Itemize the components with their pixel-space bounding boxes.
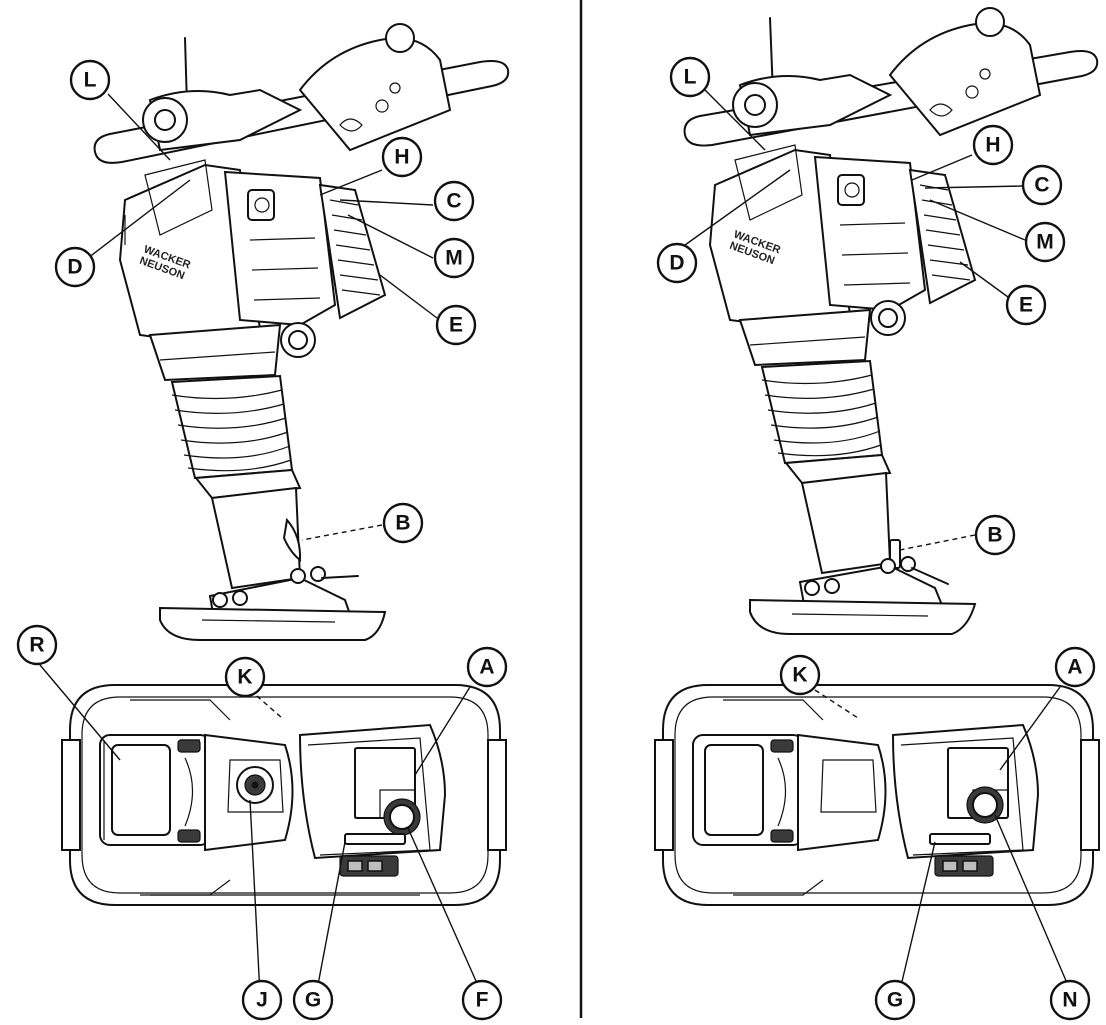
svg-text:R: R [29, 634, 44, 657]
rammer-side-view-right: WACKERNEUSON [683, 7, 1099, 635]
foot-plate-left [159, 566, 387, 641]
callout-D-right: D [656, 242, 698, 284]
callout-M-left: M [433, 237, 475, 279]
callout-A-right: A [1054, 646, 1096, 688]
callout-G-right: G [874, 979, 916, 1021]
svg-text:H: H [394, 146, 409, 169]
callout-K-left: K [224, 656, 266, 698]
foot-plate-right [749, 556, 977, 635]
callout-D-left: D [54, 246, 96, 288]
callout-M-right: M [1024, 221, 1066, 263]
callout-H-left: H [381, 136, 423, 178]
rammer-side-view-left: WACKERNEUSON [93, 23, 510, 641]
left-panel: WACKERNEUSON [16, 23, 510, 1021]
rammer-top-view-right [654, 684, 1100, 906]
callout-B-right: B [974, 514, 1016, 556]
callout-A-left: A [466, 646, 508, 688]
callout-E-left: E [435, 304, 477, 346]
svg-text:F: F [476, 989, 489, 1012]
svg-text:B: B [987, 524, 1002, 547]
callout-N-right: N [1049, 979, 1091, 1021]
callout-L-right: L [669, 56, 711, 98]
svg-text:C: C [446, 190, 461, 213]
callout-C-right: C [1021, 164, 1063, 206]
svg-text:D: D [669, 252, 684, 275]
callout-L-left: L [69, 59, 111, 101]
right-panel: WACKERNEUSON [654, 7, 1100, 1021]
svg-text:A: A [479, 656, 494, 679]
svg-text:K: K [792, 664, 807, 687]
svg-text:E: E [1019, 294, 1033, 317]
callout-B-left: B [382, 502, 424, 544]
svg-text:L: L [84, 69, 97, 92]
svg-text:J: J [256, 989, 268, 1012]
svg-text:M: M [1036, 231, 1054, 254]
svg-text:H: H [985, 134, 1000, 157]
bellows-left [170, 374, 294, 480]
callout-K-right: K [779, 654, 821, 696]
callouts-left: L D H C M E B [16, 59, 508, 1021]
callout-R-left: R [16, 624, 58, 666]
svg-text:L: L [684, 66, 697, 89]
callout-F-left: F [461, 979, 503, 1021]
svg-text:K: K [237, 666, 252, 689]
callout-J-left: J [241, 979, 283, 1021]
svg-text:N: N [1062, 989, 1077, 1012]
svg-text:M: M [445, 247, 463, 270]
svg-text:E: E [449, 314, 463, 337]
svg-text:D: D [67, 256, 82, 279]
svg-text:A: A [1067, 656, 1082, 679]
callout-E-right: E [1005, 284, 1047, 326]
callout-G-left: G [292, 979, 334, 1021]
svg-text:B: B [395, 512, 410, 535]
svg-text:G: G [305, 989, 321, 1012]
bellows-right [760, 359, 884, 465]
rammer-top-view-left [61, 684, 507, 906]
callout-C-left: C [433, 180, 475, 222]
callout-H-right: H [972, 124, 1014, 166]
callouts-right: L D H C M E B [656, 56, 1096, 1021]
svg-text:G: G [887, 989, 903, 1012]
svg-text:C: C [1034, 174, 1049, 197]
